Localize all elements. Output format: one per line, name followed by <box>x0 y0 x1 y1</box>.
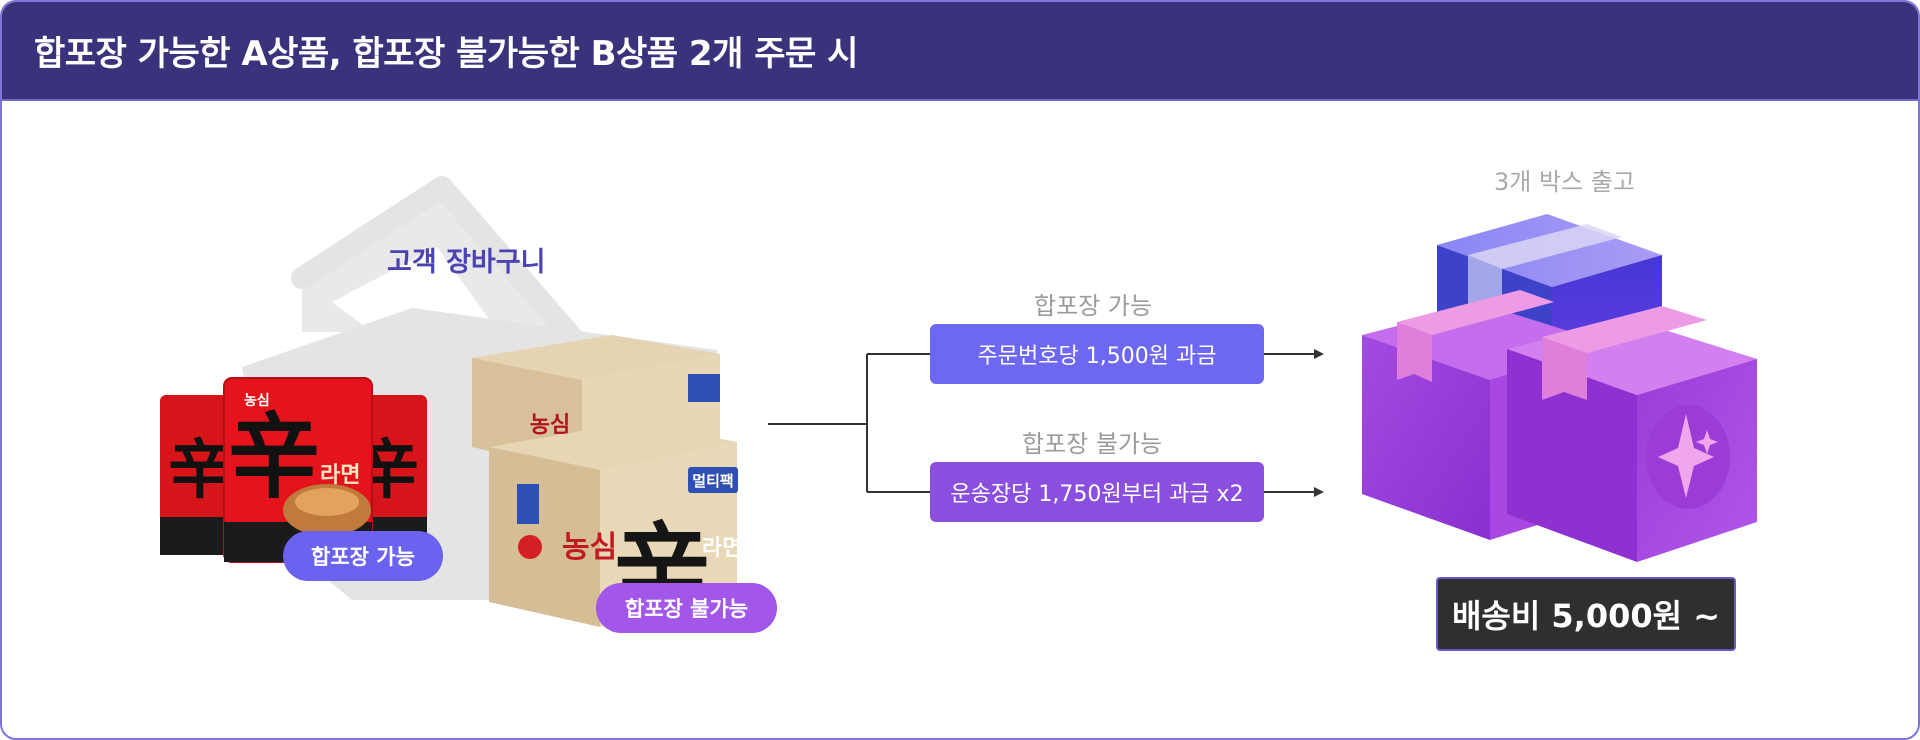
product-b-badge: 합포장 불가능 <box>596 583 777 633</box>
cart-title: 고객 장바구니 <box>387 247 546 278</box>
combined-path-label: 합포장 가능 <box>1034 292 1153 320</box>
arrow-head-combined <box>1314 349 1324 359</box>
shipping-box-purple-right <box>1507 306 1757 562</box>
box-tag: 멀티팩 <box>692 472 733 490</box>
separate-fee-box: 운송장당 1,750원부터 과금 x2 <box>930 462 1264 522</box>
box-name: 라면 <box>702 536 742 561</box>
packet-char: 辛 <box>228 404 320 511</box>
shipping-fee-badge: 배송비 5,000원 ~ <box>1436 577 1736 651</box>
sparkle-icon <box>1658 414 1714 498</box>
box-brand: 농심 <box>562 530 617 565</box>
product-b-image: 농심 멀티팩 농심 辛 라면 <box>472 335 742 627</box>
packet-brand: 농심 <box>244 393 270 409</box>
header-title: 합포장 가능한 A상품, 합포장 불가능한 B상품 2개 주문 시 <box>34 34 858 74</box>
packet-left-char: 辛 <box>168 434 232 508</box>
arrow-head-separate <box>1314 487 1324 497</box>
combined-fee-box: 주문번호당 1,500원 과금 <box>930 324 1264 384</box>
separate-path-label: 합포장 불가능 <box>1022 430 1163 458</box>
flow-connector <box>768 353 1314 493</box>
packet-name: 라면 <box>320 463 360 488</box>
product-a-image: 辛 辛 농심 辛 라면 <box>160 377 427 563</box>
box-back-brand: 농심 <box>530 413 570 438</box>
header-bar: 합포장 가능한 A상품, 합포장 불가능한 B상품 2개 주문 시 <box>2 2 1918 101</box>
output-label: 3개 박스 출고 <box>1494 168 1635 196</box>
output-boxes <box>1362 214 1757 562</box>
product-a-badge: 합포장 가능 <box>283 531 443 581</box>
